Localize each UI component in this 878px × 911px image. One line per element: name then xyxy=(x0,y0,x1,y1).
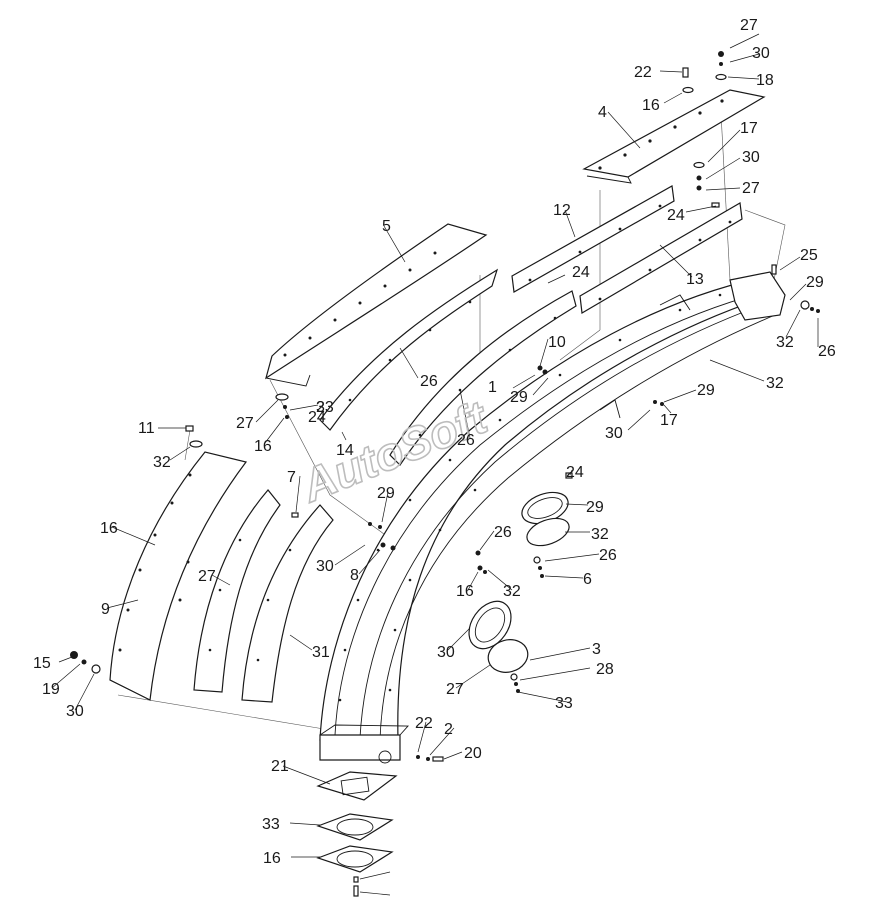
callout-10: 26 xyxy=(420,373,438,390)
callout-26: 32 xyxy=(503,583,521,600)
callout-32: 24 xyxy=(308,409,326,426)
callout-27: 6 xyxy=(583,571,592,588)
callout-29: 10 xyxy=(548,334,566,351)
part-1-main-frame xyxy=(319,271,786,764)
callout-16: 32 xyxy=(153,454,171,471)
callout-15: 27 xyxy=(446,681,464,698)
callout-20: 33 xyxy=(262,816,280,833)
callout-30: 28 xyxy=(596,661,614,678)
part-13-strip xyxy=(579,202,743,314)
callout-17: 27 xyxy=(236,415,254,432)
callout-5: 5 xyxy=(382,218,391,235)
part-5-curved-cover xyxy=(265,223,488,387)
callout-30: 30 xyxy=(752,45,770,62)
callout-2: 21 xyxy=(271,758,289,775)
callout-26: 26 xyxy=(818,343,836,360)
fasteners xyxy=(70,51,820,897)
callout-29: 29 xyxy=(806,274,824,291)
part-10-curved-strip xyxy=(319,268,499,431)
callout-24: 24 xyxy=(667,207,685,224)
callout-32: 8 xyxy=(350,567,359,584)
callout-24: 14 xyxy=(336,442,354,459)
callout-13: 13 xyxy=(686,271,704,288)
callout-26: 1 xyxy=(488,379,497,396)
callout-24: 24 xyxy=(572,264,590,281)
callout-11: 26 xyxy=(457,432,475,449)
callout-22: 20 xyxy=(464,745,482,762)
callout-25: 25 xyxy=(800,247,818,264)
callout-32: 32 xyxy=(776,334,794,351)
callout-3: 24 xyxy=(566,464,584,481)
callout-30: 30 xyxy=(742,149,760,166)
part-12-strip xyxy=(511,185,675,293)
callouts: 27 30 18 22 16 4 17 30 27 12 24 5 24 13 … xyxy=(33,17,836,867)
callout-23: 11 xyxy=(138,420,155,437)
part-7-left-curved-cover xyxy=(109,451,248,701)
part-21-gasket xyxy=(316,845,394,873)
callout-29: 26 xyxy=(494,524,512,541)
part-4-top-cover xyxy=(582,89,766,184)
callout-30: 23 xyxy=(316,399,334,416)
callout-27: 27 xyxy=(742,180,760,197)
hatch-cover-lower xyxy=(487,639,529,673)
callout-26: 17 xyxy=(660,412,678,429)
callout-33: 22 xyxy=(415,715,433,732)
callout-14: 29 xyxy=(586,499,604,516)
callout-7: 16 xyxy=(100,520,118,537)
leader-lines xyxy=(51,33,819,896)
hatch-ring-upper xyxy=(521,491,569,525)
callout-6: 9 xyxy=(101,601,110,618)
hatch-cover-upper xyxy=(526,517,570,547)
callout-22: 22 xyxy=(634,64,652,81)
callout-4: 4 xyxy=(598,104,607,121)
callout-12: 12 xyxy=(553,202,571,219)
callout-16: 16 xyxy=(642,97,660,114)
callout-19: 30 xyxy=(66,703,84,720)
callout-26: 30 xyxy=(316,558,334,575)
callout-18: 18 xyxy=(756,72,774,89)
part-8-side-strip xyxy=(193,489,281,693)
callout-28: 19 xyxy=(42,681,60,698)
part-2-flange xyxy=(316,771,398,801)
callout-9: 31 xyxy=(312,644,330,661)
callout-32: 30 xyxy=(605,425,623,442)
callout-3: 30 xyxy=(437,644,455,661)
hatch-ring-lower xyxy=(468,600,512,650)
callout-30: 26 xyxy=(599,547,617,564)
callout-1: 32 xyxy=(766,375,784,392)
part-20-gasket xyxy=(316,813,394,841)
callout-21: 16 xyxy=(263,850,281,867)
part-11-curved-strip xyxy=(389,290,577,466)
callout-32: 29 xyxy=(510,389,528,406)
callout-17: 17 xyxy=(740,120,758,137)
callout-29: 29 xyxy=(697,382,715,399)
callout-27: 16 xyxy=(254,438,272,455)
callout-27: 33 xyxy=(555,695,573,712)
part-9-side-strip xyxy=(241,504,334,703)
callout-8: 27 xyxy=(198,568,216,585)
callout-32: 16 xyxy=(456,583,474,600)
callout-30: 2 xyxy=(444,721,453,738)
callout-29: 29 xyxy=(377,485,395,502)
callout-27: 27 xyxy=(740,17,758,34)
callout-31: 15 xyxy=(33,655,51,672)
callout-26: 3 xyxy=(316,399,325,416)
callout-16: 3 xyxy=(592,641,601,658)
callout-24: 7 xyxy=(287,469,296,486)
callout-16: 32 xyxy=(591,526,609,543)
